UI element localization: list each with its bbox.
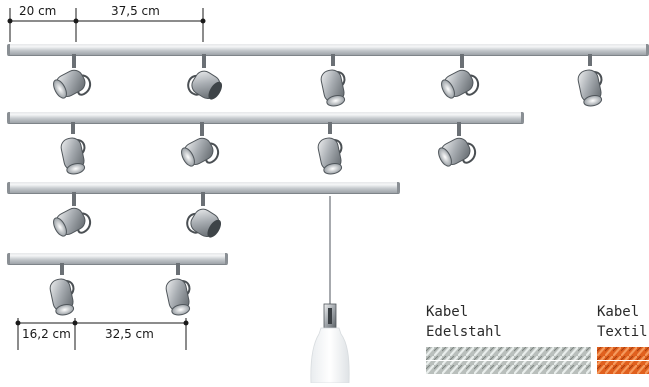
cable-label-stainless: Kabel Edelstahl [426, 302, 502, 342]
cable-label-stainless-line2: Edelstahl [426, 324, 502, 340]
bottom-dimension-label-2: 32,5 cm [105, 327, 154, 341]
bottom-dot-right [183, 320, 189, 326]
bottom-dot-left [15, 320, 21, 326]
spotlight [47, 122, 99, 184]
spotlight [564, 54, 616, 116]
spotlight [48, 54, 100, 116]
spotlight [178, 54, 230, 116]
rail-3 [7, 182, 400, 193]
rail-2 [7, 112, 524, 123]
bottom-dimension-label-1: 16,2 cm [22, 327, 71, 341]
rail-1 [7, 44, 649, 55]
spotlight [307, 54, 359, 116]
cable-label-textile: Kabel Textil ( [597, 302, 649, 342]
spotlight [304, 122, 356, 184]
top-dot-left [7, 18, 13, 24]
top-dot-right [200, 18, 206, 24]
cable-label-textile-line1: Kabel [597, 304, 640, 320]
swatch-stainless-cable [426, 347, 591, 374]
spotlight [36, 263, 88, 325]
bottom-dot-middle [72, 320, 78, 326]
pendant-lamp [300, 196, 362, 384]
swatch-textile-cable [597, 347, 649, 374]
cable-label-textile-line2: Textil ( [597, 324, 648, 340]
spotlight [177, 192, 229, 254]
cable-label-stainless-line1: Kabel [426, 304, 469, 320]
spotlight [433, 122, 485, 184]
rail-4 [7, 253, 228, 264]
spotlight [436, 54, 488, 116]
top-dot-middle [73, 18, 79, 24]
top-dimension-label-2: 37,5 cm [111, 4, 160, 18]
spotlight [48, 192, 100, 254]
spotlight [176, 122, 228, 184]
top-dimension-label-1: 20 cm [19, 4, 57, 18]
spotlight [152, 263, 204, 325]
